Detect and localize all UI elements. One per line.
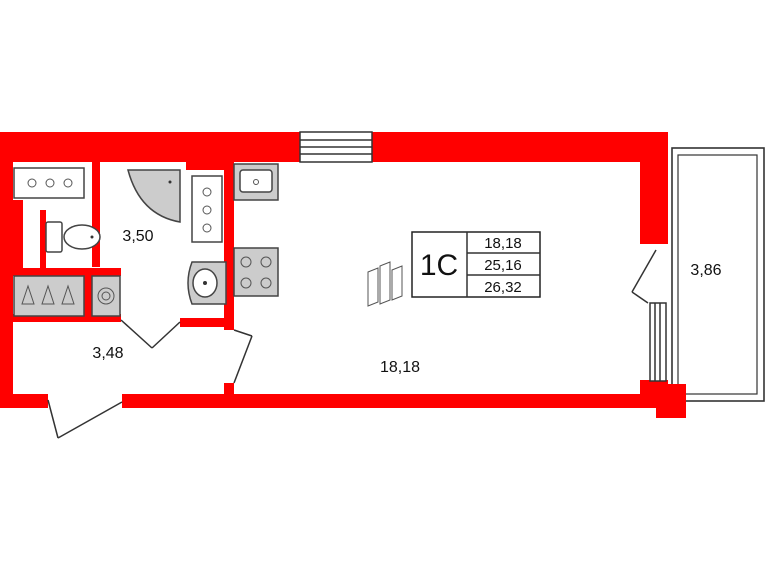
legend-frame (411, 231, 541, 298)
balcony-outline-inner (677, 154, 758, 395)
wall-bath-corner (180, 318, 234, 327)
window-top (299, 131, 373, 163)
wall-right-upper (640, 132, 668, 244)
kitchen-sink (233, 163, 279, 201)
wall-top-left (0, 132, 300, 162)
total-with-balcony-value: 26,32 (484, 279, 522, 296)
wall-hall-stub-bottom (224, 383, 234, 397)
wardrobe-hangers (13, 275, 85, 317)
hallway-area-label: 3,48 (92, 345, 123, 362)
vertical-cabinet (191, 175, 223, 243)
area-legend: 1С 18,18 25,16 26,32 (411, 231, 541, 298)
toilet (45, 221, 101, 253)
wall-bottom-left (0, 394, 48, 408)
walls (0, 132, 686, 418)
wall-bath-bottom-2 (13, 314, 121, 322)
wall-top-right (372, 132, 668, 162)
bathroom-area-label: 3,50 (122, 228, 153, 245)
wall-left (0, 132, 13, 402)
window-balcony (649, 302, 667, 382)
washing-machine (91, 275, 121, 317)
wall-bath-left-inner (13, 200, 23, 272)
balcony-door (631, 249, 657, 304)
kitchen-stove (233, 247, 279, 297)
wall-bath-vertical-left (92, 162, 100, 267)
wall-hall-stub (224, 318, 234, 330)
bathroom-door (120, 319, 181, 349)
wall-bath-bottom (13, 268, 121, 276)
wall-bottom-right (122, 394, 682, 408)
hob-three-burner (13, 167, 85, 199)
total-area-value: 25,16 (484, 257, 522, 274)
room-door (233, 329, 253, 384)
apartment-type: 1С (420, 249, 458, 282)
wall-kitchen-top (186, 162, 234, 170)
shower-tray (127, 169, 181, 223)
balcony-outline-outer (671, 147, 765, 402)
balcony (671, 147, 765, 402)
wall-bath-mid (84, 268, 92, 322)
balcony-area-label: 3,86 (690, 262, 721, 279)
room-furniture (367, 261, 403, 307)
wall-kitchen-partition (224, 162, 234, 327)
main-room-area-label: 18,18 (380, 359, 420, 376)
entrance-door (47, 399, 123, 439)
wall-bath-stub (40, 210, 46, 270)
living-area-value: 18,18 (484, 235, 522, 252)
washbasin (187, 261, 227, 305)
